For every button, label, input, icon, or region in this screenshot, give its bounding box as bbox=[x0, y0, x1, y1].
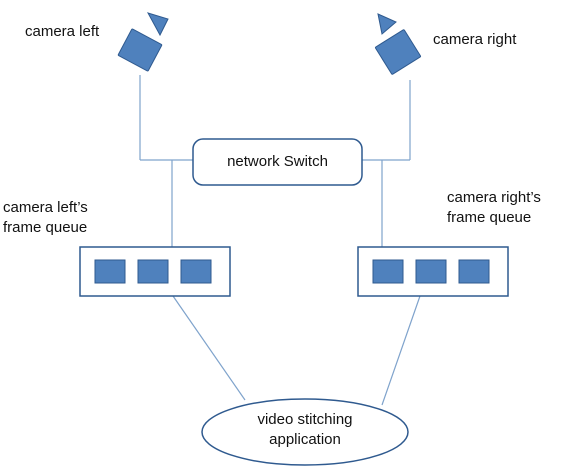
line-left-queue-to-app bbox=[172, 295, 246, 401]
frame-right-3 bbox=[458, 259, 490, 284]
frame-queue-left bbox=[79, 246, 231, 297]
frame-right-2 bbox=[415, 259, 447, 284]
queue-right-label: camera right’s frame queue bbox=[447, 188, 541, 228]
queue-left-label-line1: camera left’s bbox=[3, 199, 88, 216]
camera-left-body bbox=[117, 28, 163, 72]
queue-left-label-line2: frame queue bbox=[3, 219, 88, 236]
connector-lines bbox=[139, 75, 421, 406]
frame-queue-right-frames bbox=[372, 259, 490, 284]
queue-left-label: camera left’s frame queue bbox=[3, 198, 88, 238]
network-switch-box bbox=[192, 138, 363, 186]
frame-left-2 bbox=[137, 259, 169, 284]
frame-left-1 bbox=[94, 259, 126, 284]
frame-queue-left-frames bbox=[94, 259, 212, 284]
video-stitching-application-ellipse bbox=[201, 398, 409, 466]
network-switch-label: network Switch bbox=[227, 153, 328, 170]
camera-right-icon bbox=[374, 13, 422, 75]
frame-queue-right bbox=[357, 246, 509, 297]
camera-left-icon bbox=[117, 12, 169, 72]
frame-left-3 bbox=[180, 259, 212, 284]
camera-right-body bbox=[374, 29, 422, 75]
camera-left-lens bbox=[146, 12, 169, 37]
application-label: video stitching application bbox=[230, 410, 380, 450]
application-label-line1: video stitching bbox=[257, 411, 353, 428]
queue-right-label-line2: frame queue bbox=[447, 209, 532, 226]
application-label-line2: application bbox=[269, 431, 341, 448]
camera-right-label: camera right bbox=[433, 31, 517, 48]
camera-left-label: camera left bbox=[25, 23, 100, 40]
camera-right-lens bbox=[377, 13, 397, 35]
line-right-queue-to-app bbox=[381, 295, 421, 406]
frame-right-1 bbox=[372, 259, 404, 284]
queue-right-label-line1: camera right’s bbox=[447, 189, 541, 206]
